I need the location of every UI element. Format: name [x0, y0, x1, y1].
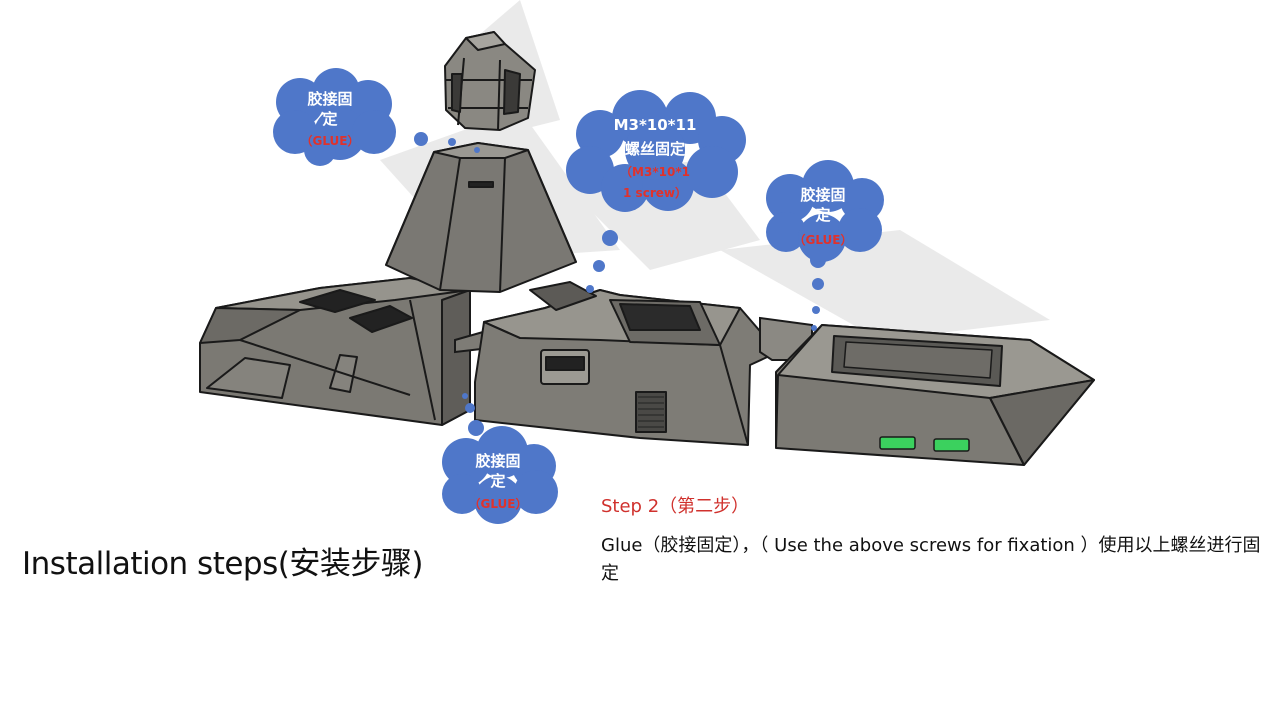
callout-text: 胶接固	[800, 186, 845, 204]
callout-glue-top-left: 胶接固 定 （GLUE）	[273, 68, 396, 166]
callout-text: 螺丝固定	[625, 140, 685, 158]
callout-glue-bottom: 胶接固 定 （GLUE）	[442, 426, 558, 524]
callout-text: M3*10*11	[614, 116, 697, 134]
callout-glue-right: 胶接固 定 （GLUE）	[766, 160, 884, 262]
callout-text: （GLUE）	[468, 496, 527, 511]
callout-text: 定	[815, 206, 830, 224]
installation-steps-title: Installation steps(安装步骤)	[22, 538, 423, 583]
callout-text: 胶接固	[475, 452, 520, 470]
step-title: Step 2（第二步）	[601, 492, 749, 518]
left-base-panel	[200, 278, 470, 425]
callout-text: 1 screw）	[623, 185, 687, 200]
step-description: Glue（胶接固定），（ Use the above screws for fi…	[601, 532, 1273, 588]
callout-text: （GLUE）	[300, 133, 359, 148]
led-indicator	[934, 439, 969, 451]
callout-text: （M3*10*1	[620, 164, 690, 179]
led-indicator	[880, 437, 915, 449]
callout-text: 定	[322, 110, 337, 128]
callout-screw-center: M3*10*11 螺丝固定 （M3*10*1 1 screw）	[566, 90, 746, 212]
callout-text: 定	[490, 472, 505, 490]
middle-base-panel	[475, 282, 778, 445]
callout-text: 胶接固	[307, 90, 352, 108]
callout-text: （GLUE）	[793, 232, 852, 247]
